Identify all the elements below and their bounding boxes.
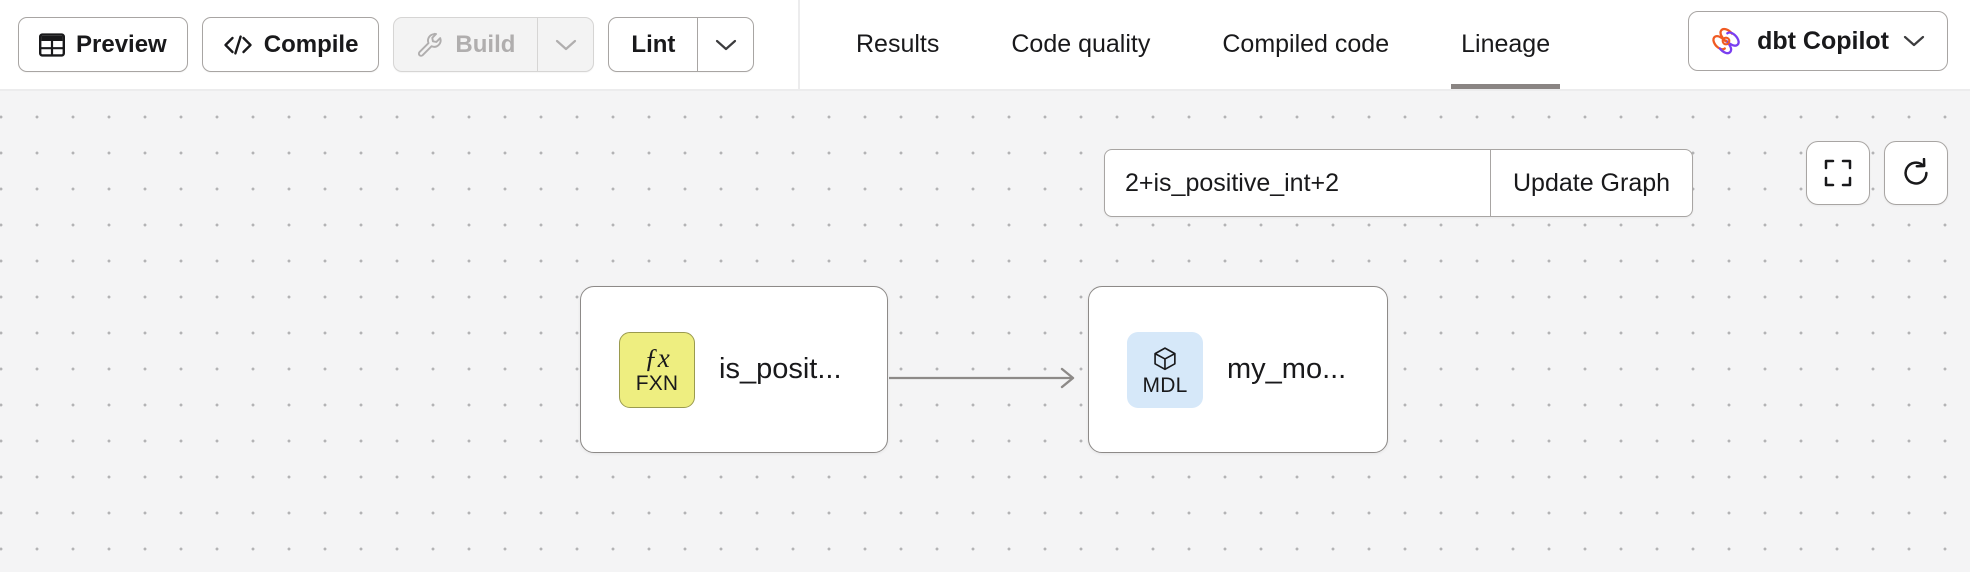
lineage-node-is_positive_int[interactable]: ƒx FXN is_posit... bbox=[580, 286, 888, 453]
graph-selector-input[interactable] bbox=[1105, 150, 1490, 216]
compile-button[interactable]: Compile bbox=[201, 17, 380, 72]
wrench-icon bbox=[416, 31, 444, 59]
toolbar-tabs-divider bbox=[798, 0, 800, 89]
table-icon bbox=[39, 32, 65, 58]
dbt-copilot-atom-icon bbox=[1709, 24, 1743, 58]
build-button: Build bbox=[394, 18, 537, 71]
build-dropdown-toggle bbox=[537, 18, 593, 71]
fit-screen-icon bbox=[1823, 158, 1853, 188]
dbt-copilot-label: dbt Copilot bbox=[1757, 26, 1889, 55]
update-graph-button[interactable]: Update Graph bbox=[1490, 150, 1692, 216]
lint-button-group: Lint bbox=[608, 17, 755, 72]
lint-button[interactable]: Lint bbox=[609, 18, 697, 71]
top-bar: Preview Compile bbox=[0, 0, 1970, 91]
dbt-copilot-button[interactable]: dbt Copilot bbox=[1688, 11, 1948, 71]
action-toolbar: Preview Compile bbox=[0, 0, 755, 89]
fit-view-button[interactable] bbox=[1806, 141, 1870, 205]
tab-bar: Results Code quality Compiled code Linea… bbox=[820, 0, 1586, 89]
node-label: is_posit... bbox=[719, 353, 842, 385]
node-type-code: FXN bbox=[635, 372, 679, 395]
function-icon: ƒx FXN bbox=[619, 331, 695, 408]
refresh-button[interactable] bbox=[1884, 141, 1948, 205]
refresh-icon bbox=[1901, 158, 1931, 188]
preview-button-label: Preview bbox=[76, 30, 167, 58]
tab-code-quality[interactable]: Code quality bbox=[975, 0, 1186, 89]
tab-code-quality-label: Code quality bbox=[1011, 30, 1151, 58]
tab-compiled-code[interactable]: Compiled code bbox=[1186, 0, 1425, 89]
chevron-down-icon bbox=[1903, 34, 1925, 48]
cube-glyph bbox=[1150, 344, 1180, 374]
canvas-controls bbox=[1806, 141, 1948, 205]
tab-lineage[interactable]: Lineage bbox=[1425, 0, 1586, 89]
tab-results[interactable]: Results bbox=[820, 0, 975, 89]
node-label: my_mo... bbox=[1227, 353, 1347, 385]
graph-selector: Update Graph bbox=[1104, 149, 1694, 217]
lineage-node-my_model[interactable]: MDL my_mo... bbox=[1088, 286, 1388, 453]
node-type-code: MDL bbox=[1142, 373, 1188, 397]
update-graph-label: Update Graph bbox=[1513, 168, 1671, 197]
edge-is_positive_int-to-my_model bbox=[889, 367, 1075, 389]
chevron-down-icon bbox=[715, 38, 737, 52]
tab-lineage-label: Lineage bbox=[1461, 30, 1551, 58]
lineage-canvas[interactable]: Update Graph bbox=[0, 91, 1970, 572]
preview-button[interactable]: Preview bbox=[18, 17, 188, 72]
code-brackets-icon bbox=[223, 33, 253, 57]
tab-compiled-code-label: Compiled code bbox=[1222, 30, 1390, 58]
lint-dropdown-toggle[interactable] bbox=[697, 18, 753, 71]
compile-button-label: Compile bbox=[263, 30, 359, 58]
tab-active-indicator bbox=[1451, 84, 1561, 89]
cube-icon: MDL bbox=[1127, 331, 1203, 408]
build-button-group: Build bbox=[393, 17, 595, 72]
tab-results-label: Results bbox=[856, 30, 940, 58]
fx-glyph: ƒx bbox=[644, 343, 670, 373]
build-button-label: Build bbox=[455, 30, 516, 58]
chevron-down-icon bbox=[555, 38, 577, 52]
lint-button-label: Lint bbox=[631, 30, 676, 58]
